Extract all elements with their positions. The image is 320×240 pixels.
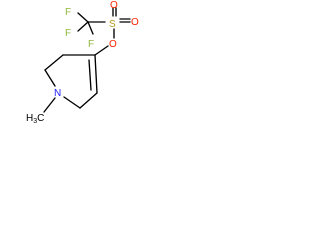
atom-f2: F [65,28,71,39]
methyl-c: C [37,113,44,124]
bond-c6-c5 [79,92,98,109]
structure-canvas: F F F S O O O N H3C [0,0,161,137]
bond-c5-c4-b [88,59,92,91]
atom-n: N [54,88,61,99]
bonds [43,7,131,113]
atom-o-right: O [131,17,139,28]
bond-c2-n [44,69,56,87]
bond-c-f1 [77,12,89,23]
atom-f1: F [65,7,71,18]
bond-c5-c4-a [94,54,98,94]
atom-o-top: O [110,0,118,11]
bond-n-c6 [63,96,81,109]
methyl-label: H3C [26,113,44,125]
bond-c-f3 [87,21,94,35]
bond-c3-c2 [44,54,64,71]
bond-n-methyl [43,97,56,113]
methyl-h: H [26,113,33,124]
atom-labels: F F F S O O O N H3C [26,0,139,125]
molecule-diagram: F F F S O O O N H3C [26,0,139,125]
atom-o-ester: O [109,39,117,50]
methyl-subscript: 3 [33,118,37,125]
atom-f3: F [88,39,94,50]
bond-c-f2 [77,21,89,32]
atom-s: S [109,19,116,30]
bond-oester-c4 [94,45,109,56]
